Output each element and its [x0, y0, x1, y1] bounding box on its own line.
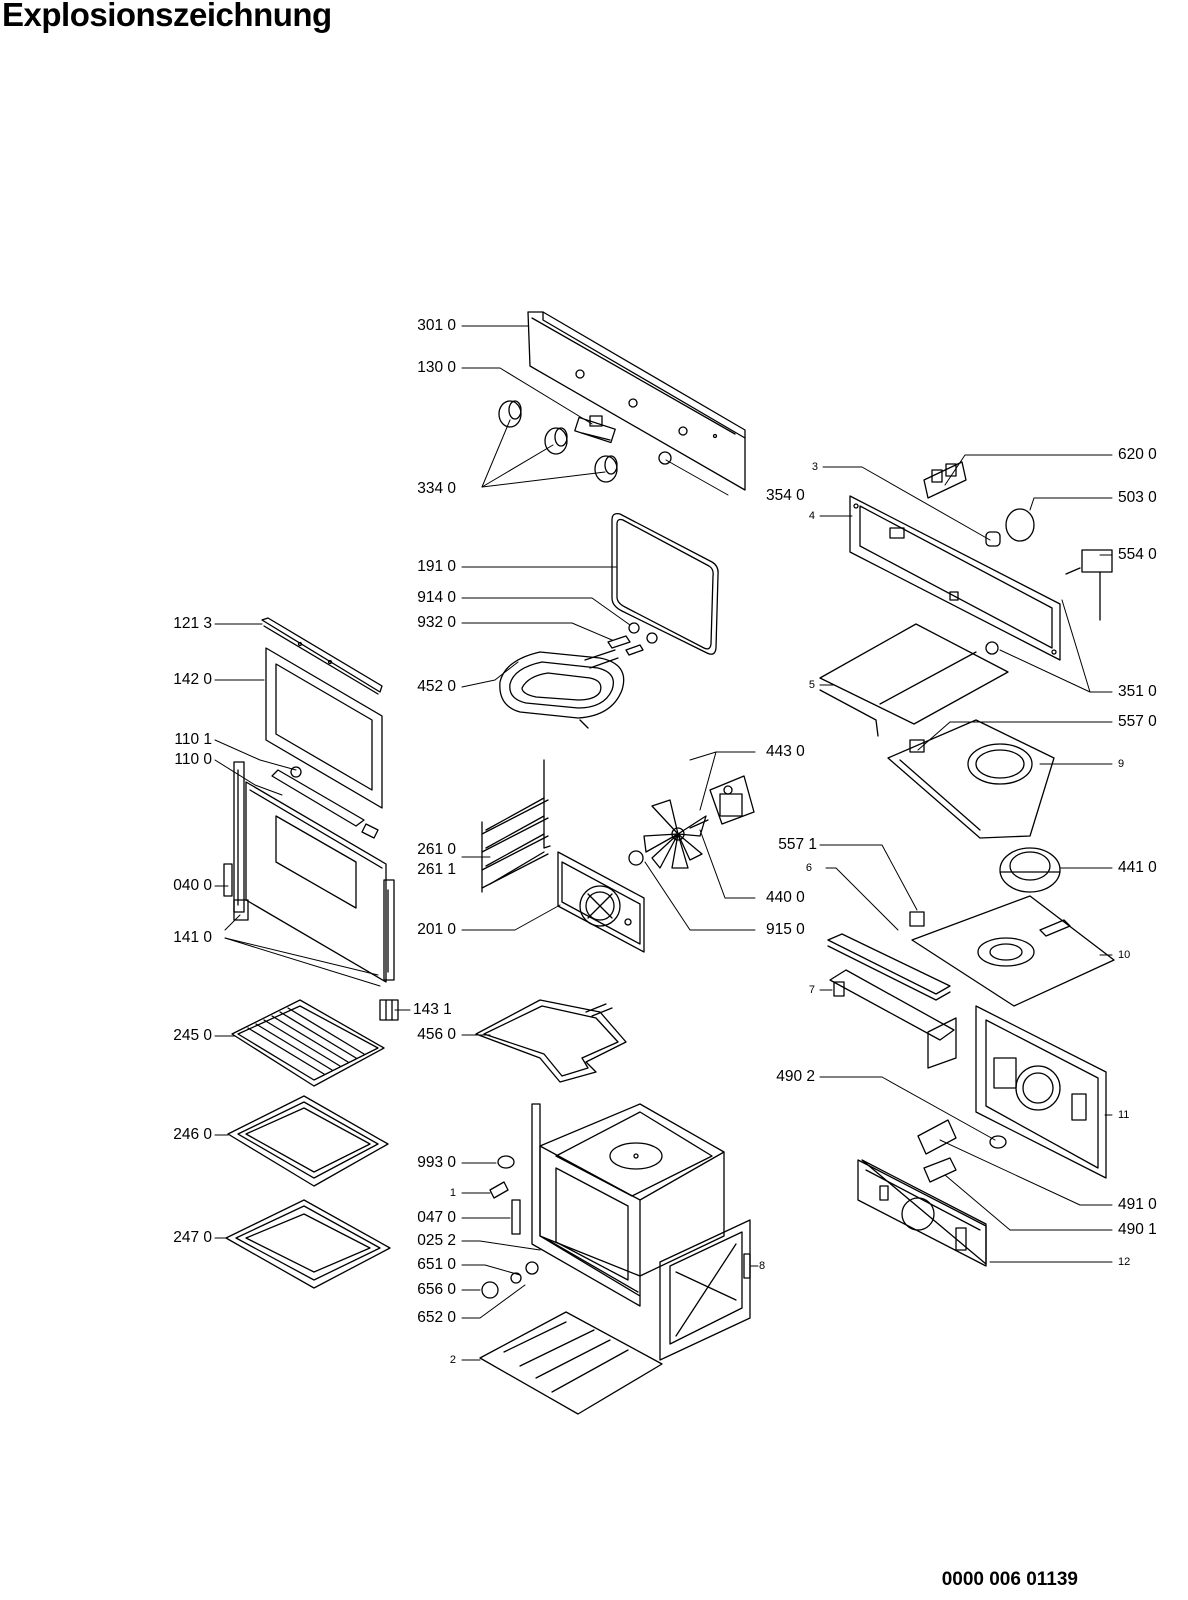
oven-cavity-drawing: [479, 1103, 751, 1415]
part-label-651-0: 651 0: [417, 1256, 456, 1273]
part-label-557-1: 557 1: [778, 836, 817, 853]
part-label-245-0: 245 0: [173, 1027, 212, 1044]
part-label-490-1: 490 1: [1118, 1221, 1157, 1238]
gasket-drawing: [611, 512, 719, 655]
part-label-456-0: 456 0: [417, 1026, 456, 1043]
part-label-191-0: 191 0: [417, 558, 456, 575]
part-label-351-0: 351 0: [1118, 683, 1157, 700]
part-label-491-0: 491 0: [1118, 1196, 1157, 1213]
switch-drawing: [574, 415, 616, 444]
part-label-4: 4: [808, 510, 815, 522]
lower-element-drawing: [475, 999, 627, 1083]
back-panel-drawing: [557, 851, 645, 953]
leader-lines: [214, 325, 1113, 1361]
part-label-11: 11: [1118, 1109, 1130, 1121]
part-label-554-0: 554 0: [1118, 546, 1157, 563]
part-label-6: 6: [805, 862, 812, 874]
part-label-440-0: 440 0: [766, 889, 805, 906]
part-label-5: 5: [808, 679, 815, 691]
part-label-557-0: 557 0: [1118, 713, 1157, 730]
part-label-110-0: 110 0: [174, 751, 212, 768]
shelf-support-drawing: [481, 759, 551, 893]
part-label-301-0: 301 0: [417, 317, 456, 334]
part-label-441-0: 441 0: [1118, 859, 1157, 876]
part-label-334-0: 334 0: [417, 480, 456, 497]
part-label-10: 10: [1118, 949, 1131, 961]
part-label-261-0: 261 0: [417, 841, 456, 858]
part-label-130-0: 130 0: [417, 359, 456, 376]
racks-drawing: [225, 999, 391, 1289]
part-label-452-0: 452 0: [417, 678, 456, 695]
part-label-652-0: 652 0: [417, 1309, 456, 1326]
rear-components-drawing: [819, 461, 1115, 1267]
part-label-2: 2: [449, 1354, 456, 1366]
fan-drawing: [628, 775, 755, 869]
part-label-503-0: 503 0: [1118, 489, 1157, 506]
part-label-110-1: 110 1: [174, 731, 212, 748]
part-label-047-0: 047 0: [417, 1209, 456, 1226]
part-label-247-0: 247 0: [173, 1229, 212, 1246]
document-number: 0000 006 01139: [941, 1569, 1078, 1590]
door-drawing: [223, 617, 399, 1021]
knobs-drawing: [498, 400, 618, 483]
part-label-025-2: 025 2: [417, 1232, 456, 1249]
part-label-620-0: 620 0: [1118, 446, 1157, 463]
part-label-915-0: 915 0: [766, 921, 805, 938]
part-label-1: 1: [449, 1187, 456, 1199]
part-label-9: 9: [1118, 758, 1125, 770]
part-label-8: 8: [759, 1260, 766, 1272]
part-label-932-0: 932 0: [417, 614, 456, 631]
part-label-142-0: 142 0: [173, 671, 212, 688]
part-label-040-0: 040 0: [173, 877, 212, 894]
part-label-443-0: 443 0: [766, 743, 805, 760]
part-label-490-2: 490 2: [776, 1068, 815, 1085]
part-label-246-0: 246 0: [173, 1126, 212, 1143]
part-label-261-1: 261 1: [417, 861, 456, 878]
part-label-993-0: 993 0: [417, 1154, 456, 1171]
grill-element-drawing: [499, 622, 658, 729]
part-label-121-3: 121 3: [173, 615, 212, 632]
part-label-143-1: 143 1: [413, 1001, 452, 1018]
part-label-201-0: 201 0: [417, 921, 456, 938]
part-label-141-0: 141 0: [173, 929, 212, 946]
page-title: Explosionszeichnung: [2, 0, 332, 33]
control-panel-drawing: [527, 311, 746, 491]
part-label-656-0: 656 0: [417, 1281, 456, 1298]
part-label-12: 12: [1118, 1256, 1131, 1268]
part-label-354-0: 354 0: [766, 487, 805, 504]
part-label-914-0: 914 0: [417, 589, 456, 606]
part-label-3: 3: [811, 461, 818, 473]
part-label-7: 7: [808, 984, 815, 996]
